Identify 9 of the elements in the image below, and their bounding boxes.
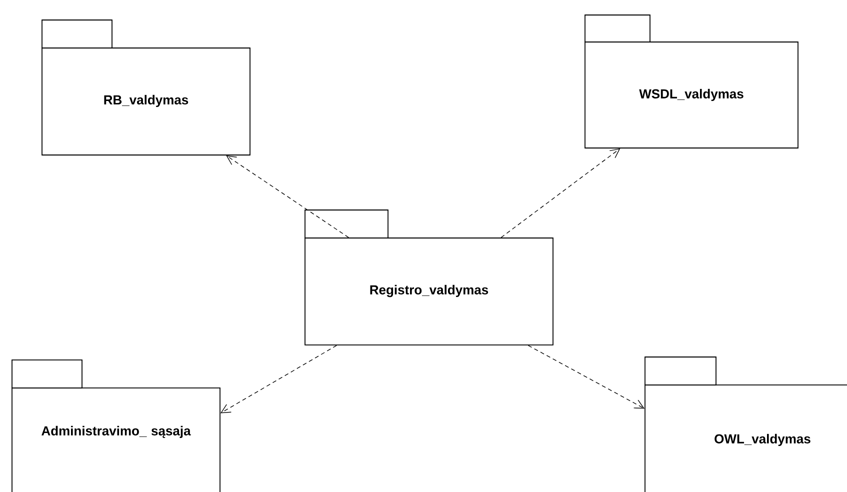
package-box: WSDL_valdymas [584, 14, 798, 148]
package-box: Registro_valdymas [304, 210, 554, 346]
package-box: RB_valdymas [42, 20, 250, 156]
dependency-arrow [528, 345, 645, 409]
dependency-arrow [220, 345, 337, 414]
package-box: OWL_valdymas [644, 356, 847, 492]
dependency-arrow [226, 155, 350, 238]
dependency-arrow [500, 148, 620, 238]
package-box: Administravimo_ sąsaja [12, 360, 220, 492]
